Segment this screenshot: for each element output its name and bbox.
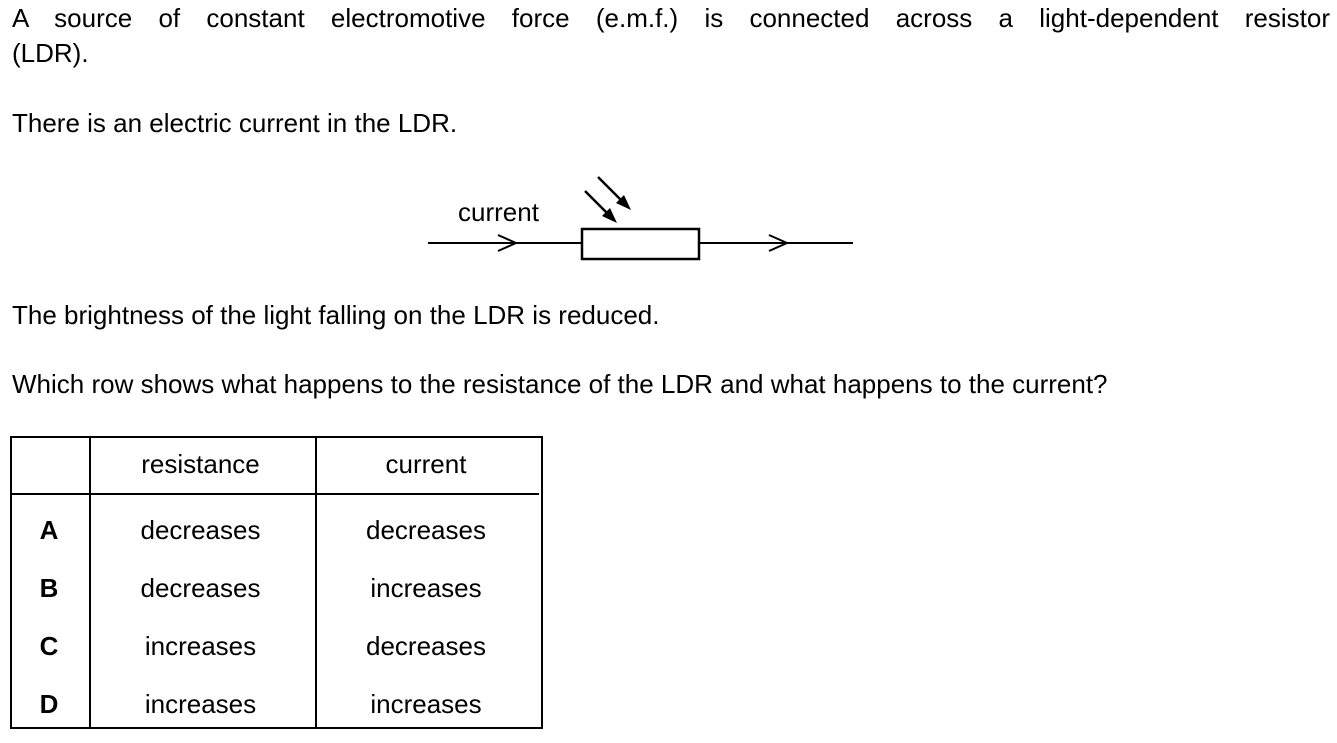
option-current: decreases	[366, 514, 486, 545]
option-letter: D	[39, 688, 59, 719]
table-row: A decreases decreases	[10, 494, 539, 559]
table-row: B decreases increases	[10, 559, 539, 617]
table-header-letter	[10, 436, 88, 495]
table-header-row: resistance current	[10, 436, 539, 495]
table-header-current: current	[313, 436, 539, 495]
option-current: decreases	[366, 630, 486, 661]
current-label: current	[458, 197, 540, 227]
option-letter: A	[39, 514, 59, 545]
answer-options-table: resistance current A decreases decreases…	[10, 436, 539, 733]
option-resistance: increases	[144, 630, 257, 661]
ldr-resistor	[580, 227, 701, 261]
option-current: increases	[370, 688, 482, 719]
option-current: increases	[370, 572, 482, 603]
table-row: C increases decreases	[10, 617, 539, 675]
option-resistance: decreases	[140, 514, 261, 545]
question-statement: There is an electric current in the LDR.	[12, 108, 458, 138]
option-resistance: increases	[144, 688, 257, 719]
question-change: The brightness of the light falling on t…	[12, 300, 660, 330]
option-resistance: decreases	[140, 572, 261, 603]
option-letter: B	[39, 572, 59, 603]
left-current-arrow	[497, 234, 519, 252]
ldr-circuit-diagram: current	[428, 176, 853, 261]
table-row: D increases increases	[10, 675, 539, 733]
question-intro-line-1: A source of constant electromotive force…	[12, 3, 1330, 33]
table-header-resistance: resistance	[88, 436, 313, 495]
light-arrows-icon	[584, 176, 631, 223]
option-letter: C	[39, 630, 59, 661]
question-intro-line-2: (LDR).	[12, 38, 89, 68]
question-prompt: Which row shows what happens to the resi…	[12, 369, 1108, 399]
right-current-arrow	[768, 234, 790, 252]
